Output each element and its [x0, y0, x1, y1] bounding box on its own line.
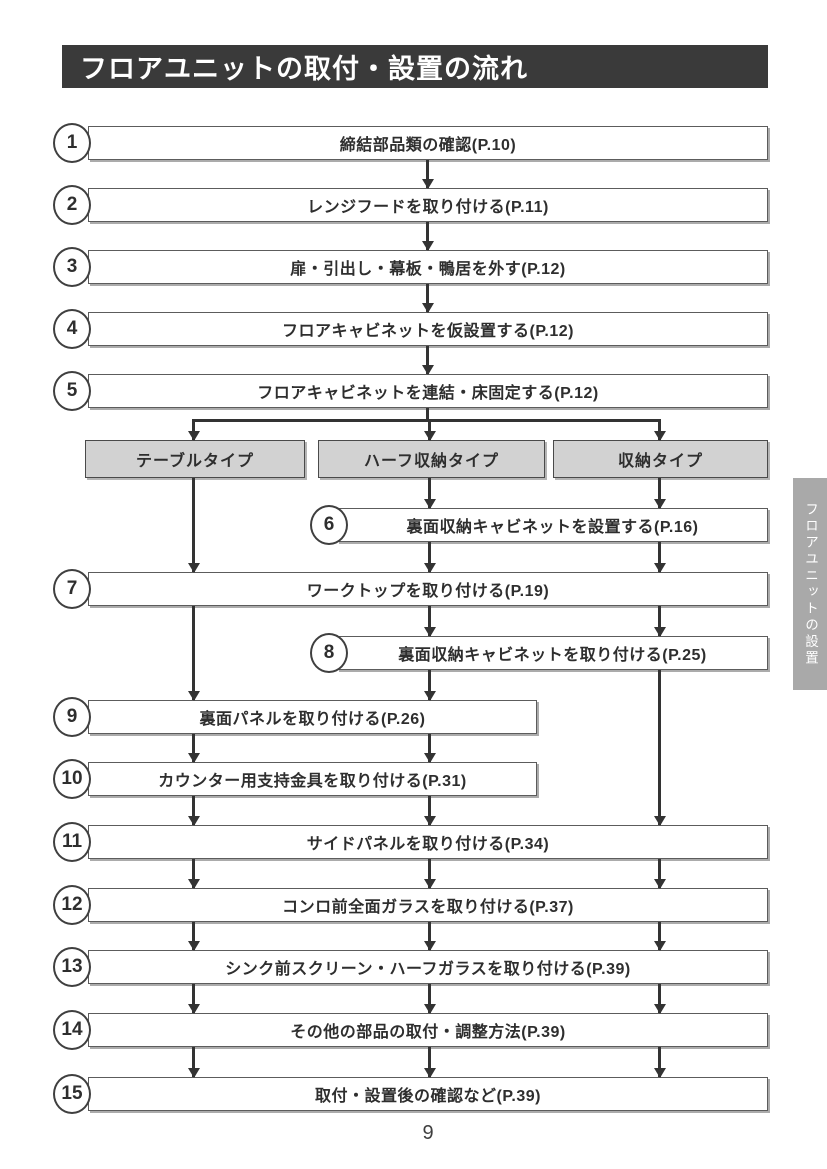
- step-number-11: 11: [53, 822, 91, 862]
- branch-box-storage-type: 収納タイプ: [553, 440, 768, 478]
- page-number: 9: [422, 1122, 434, 1144]
- flow-arrow: [428, 606, 431, 636]
- flow-arrow: [192, 734, 195, 762]
- flow-arrow: [428, 859, 431, 888]
- flow-arrow: [192, 419, 195, 440]
- step-box-1: 締結部品類の確認(P.10): [88, 126, 768, 160]
- step-number-9: 9: [53, 697, 91, 737]
- flow-arrow: [428, 419, 431, 440]
- flow-arrow: [428, 922, 431, 950]
- flow-arrow: [658, 1047, 661, 1077]
- section-tab-floor-unit-installation: フロアユニットの設置: [793, 478, 827, 690]
- step-box-11: サイドパネルを取り付ける(P.34): [88, 825, 768, 859]
- step-box-8: 裏面収納キャビネットを取り付ける(P.25): [337, 636, 768, 670]
- flow-arrow: [658, 606, 661, 636]
- branch-box-table-type: テーブルタイプ: [85, 440, 305, 478]
- flow-arrow: [658, 542, 661, 572]
- flow-arrow: [192, 478, 195, 572]
- flow-arrow: [192, 984, 195, 1013]
- flow-connector: [426, 408, 429, 421]
- flow-arrow: [192, 859, 195, 888]
- flow-arrow: [426, 284, 429, 312]
- flow-arrow: [426, 222, 429, 250]
- flow-arrow: [658, 419, 661, 440]
- page-title: フロアユニットの取付・設置の流れ: [62, 45, 768, 88]
- flow-arrow: [658, 859, 661, 888]
- flow-arrow: [426, 346, 429, 374]
- step-box-6: 裏面収納キャビネットを設置する(P.16): [337, 508, 768, 542]
- step-number-2: 2: [53, 185, 91, 225]
- step-number-7: 7: [53, 569, 91, 609]
- flow-arrow: [428, 542, 431, 572]
- step-box-4: フロアキャビネットを仮設置する(P.12): [88, 312, 768, 346]
- step-number-14: 14: [53, 1010, 91, 1050]
- step-number-12: 12: [53, 885, 91, 925]
- step-box-5: フロアキャビネットを連結・床固定する(P.12): [88, 374, 768, 408]
- step-number-3: 3: [53, 247, 91, 287]
- flow-arrow: [428, 1047, 431, 1077]
- step-box-3: 扉・引出し・幕板・鴨居を外す(P.12): [88, 250, 768, 284]
- flow-arrow: [192, 606, 195, 700]
- flow-arrow: [658, 478, 661, 508]
- step-box-12: コンロ前全面ガラスを取り付ける(P.37): [88, 888, 768, 922]
- step-number-8: 8: [310, 633, 348, 673]
- flow-arrow: [428, 796, 431, 825]
- flow-arrow: [192, 796, 195, 825]
- step-box-10: カウンター用支持金具を取り付ける(P.31): [88, 762, 537, 796]
- step-box-9: 裏面パネルを取り付ける(P.26): [88, 700, 537, 734]
- step-number-10: 10: [53, 759, 91, 799]
- flow-arrow: [426, 160, 429, 188]
- step-box-15: 取付・設置後の確認など(P.39): [88, 1077, 768, 1111]
- step-number-15: 15: [53, 1074, 91, 1114]
- flow-arrow: [658, 670, 661, 825]
- step-number-13: 13: [53, 947, 91, 987]
- flow-arrow: [428, 734, 431, 762]
- step-number-1: 1: [53, 123, 91, 163]
- step-box-2: レンジフードを取り付ける(P.11): [88, 188, 768, 222]
- flow-arrow: [192, 1047, 195, 1077]
- step-number-4: 4: [53, 309, 91, 349]
- flow-arrow: [428, 984, 431, 1013]
- step-box-7: ワークトップを取り付ける(P.19): [88, 572, 768, 606]
- flow-arrow: [192, 922, 195, 950]
- flow-arrow: [658, 922, 661, 950]
- flow-arrow: [428, 478, 431, 508]
- step-number-6: 6: [310, 505, 348, 545]
- flow-connector: [192, 419, 661, 422]
- flow-arrow: [658, 984, 661, 1013]
- step-box-13: シンク前スクリーン・ハーフガラスを取り付ける(P.39): [88, 950, 768, 984]
- flow-arrow: [428, 670, 431, 700]
- step-box-14: その他の部品の取付・調整方法(P.39): [88, 1013, 768, 1047]
- branch-box-half-storage-type: ハーフ収納タイプ: [318, 440, 545, 478]
- step-number-5: 5: [53, 371, 91, 411]
